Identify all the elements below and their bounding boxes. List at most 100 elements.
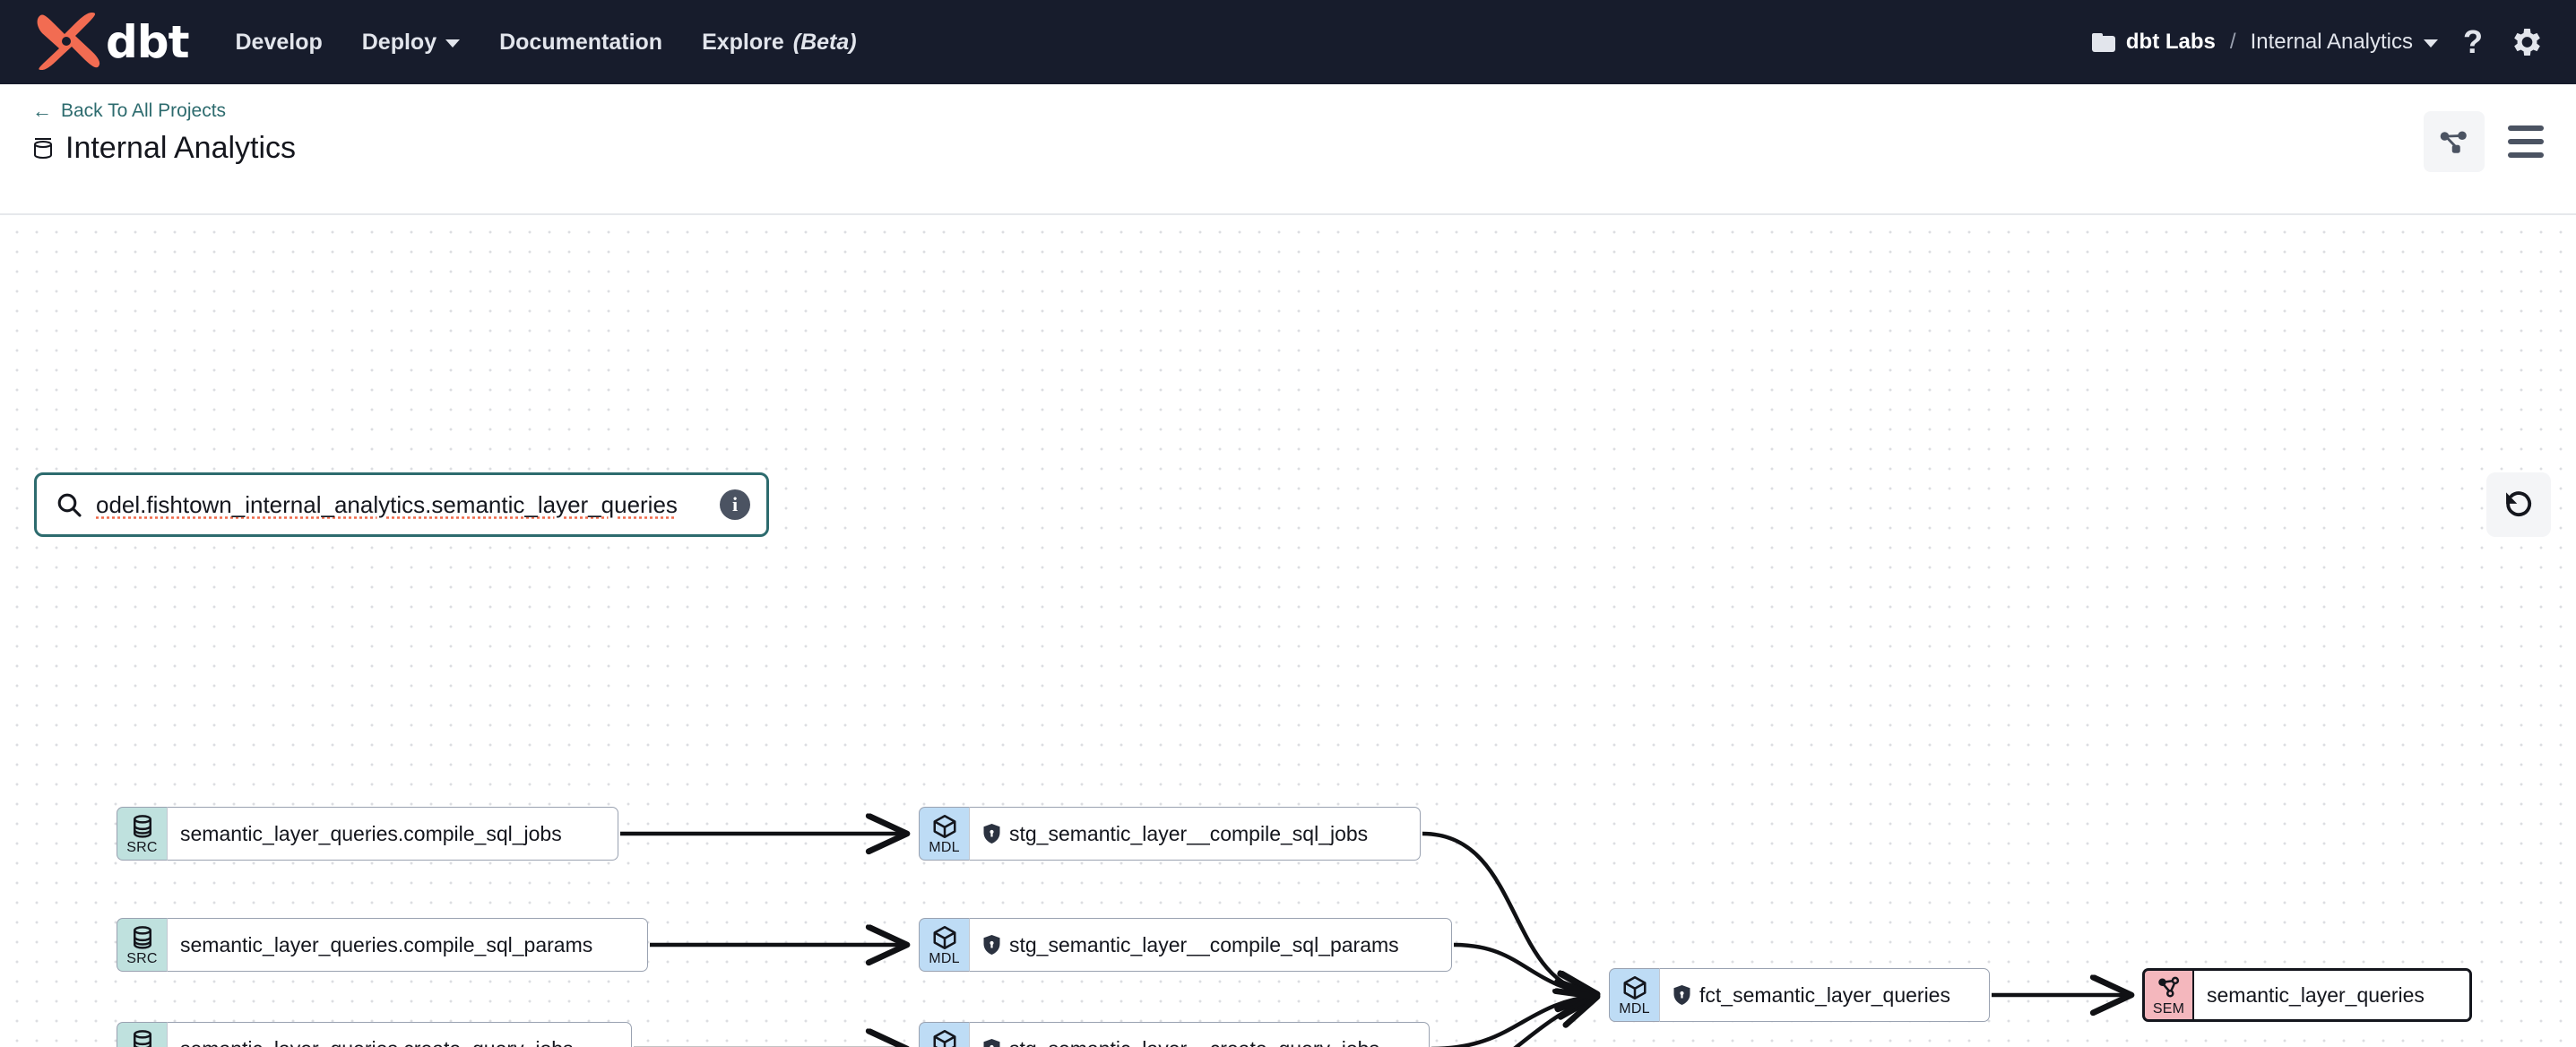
nav-link-deploy-label: Deploy xyxy=(361,29,437,55)
dbt-logo[interactable]: dbt xyxy=(32,13,189,72)
nav-link-develop[interactable]: Develop xyxy=(235,30,322,56)
help-icon[interactable]: ? xyxy=(2463,26,2483,58)
cube-icon xyxy=(933,925,955,949)
menu-icon-bar xyxy=(2508,152,2544,158)
search-icon xyxy=(55,490,83,519)
node-type-badge-label: MDL xyxy=(929,839,960,855)
node-label: semantic_layer_queries.compile_sql_param… xyxy=(180,932,593,956)
lineage-node-mdl3[interactable]: MDL stg_semantic_layer__create_query_jobs xyxy=(919,1022,1430,1047)
nav-link-documentation[interactable]: Documentation xyxy=(499,30,662,56)
project-selector-label: Internal Analytics xyxy=(2250,30,2413,54)
main-nav-links: Develop Deploy Documentation Explore (Be… xyxy=(235,30,856,56)
node-type-badge-mdl: MDL xyxy=(919,918,969,972)
nav-link-explore-beta-tag: (Beta) xyxy=(792,29,857,55)
database-icon xyxy=(133,1029,151,1047)
lineage-node-fct[interactable]: MDL fct_semantic_layer_queries xyxy=(1609,968,1990,1022)
node-body[interactable]: fct_semantic_layer_queries xyxy=(1659,968,1990,1022)
gear-icon-glyph xyxy=(2514,29,2540,56)
node-label: stg_semantic_layer__create_query_jobs xyxy=(1009,1038,1379,1047)
lineage-edges xyxy=(620,215,2576,1047)
shield-lock-icon xyxy=(983,824,1000,844)
node-type-badge-mdl: MDL xyxy=(919,807,969,861)
node-type-badge-src: SRC xyxy=(117,918,167,972)
lineage-graph-icon-glyph xyxy=(2440,131,2467,153)
node-label: fct_semantic_layer_queries xyxy=(1699,982,1950,1007)
shield-lock-icon xyxy=(1673,985,1690,1005)
reset-view-button[interactable] xyxy=(2486,472,2551,537)
nav-link-explore[interactable]: Explore (Beta) xyxy=(702,30,857,56)
search-icon-glyph xyxy=(57,493,82,517)
node-body[interactable]: semantic_layer_queries.create_query_jobs xyxy=(167,1022,632,1047)
breadcrumb-separator: / xyxy=(2229,30,2236,54)
nav-link-develop-label: Develop xyxy=(235,29,323,55)
node-label: semantic_layer_queries xyxy=(2207,982,2425,1007)
node-type-badge-label: SRC xyxy=(126,950,158,966)
back-to-all-projects-label: Back To All Projects xyxy=(61,100,227,121)
dbt-logo-text: dbt xyxy=(106,16,189,68)
page-title: Internal Analytics xyxy=(32,131,296,166)
cube-icon xyxy=(1623,975,1646,999)
nav-link-documentation-label: Documentation xyxy=(499,29,663,55)
chevron-down-icon xyxy=(445,39,461,48)
nav-link-explore-label: Explore xyxy=(702,29,784,55)
reset-icon xyxy=(2506,491,2532,516)
node-body[interactable]: stg_semantic_layer__compile_sql_params xyxy=(969,918,1452,972)
lineage-node-mdl2[interactable]: MDL stg_semantic_layer__compile_sql_param… xyxy=(919,918,1452,972)
help-icon-glyph: ? xyxy=(2463,23,2483,60)
top-navigation-right: dbt Labs / Internal Analytics ? xyxy=(2091,24,2544,60)
node-type-badge-label: MDL xyxy=(1619,1000,1650,1017)
node-type-badge-label: SRC xyxy=(126,839,158,855)
info-icon[interactable]: i xyxy=(720,489,750,520)
lineage-node-src3[interactable]: SRC semantic_layer_queries.create_query_j… xyxy=(117,1022,632,1047)
lineage-node-sem[interactable]: SEM semantic_layer_queries xyxy=(2142,968,2472,1022)
database-icon xyxy=(133,925,151,949)
node-type-badge-label: MDL xyxy=(929,950,960,966)
lineage-graph-icon[interactable] xyxy=(2424,111,2485,172)
page-title-label: Internal Analytics xyxy=(65,131,297,165)
node-type-badge-src: SRC xyxy=(117,1022,167,1047)
edge-mdl3-fct xyxy=(1431,996,1597,1047)
lineage-node-mdl1[interactable]: MDL stg_semantic_layer__compile_sql_jobs xyxy=(919,807,1421,861)
search-input[interactable]: odel.fishtown_internal_analytics.semanti… xyxy=(96,490,678,518)
org-breadcrumb[interactable]: dbt Labs / Internal Analytics xyxy=(2091,30,2438,55)
project-subheader: ← Back To All Projects Internal Analytic… xyxy=(0,84,2576,215)
nav-link-deploy[interactable]: Deploy xyxy=(361,29,461,56)
database-icon xyxy=(133,814,151,838)
semantic-model-icon xyxy=(2157,976,2179,998)
menu-icon[interactable] xyxy=(2508,113,2544,170)
node-body[interactable]: stg_semantic_layer__create_query_jobs xyxy=(969,1022,1430,1047)
cube-icon xyxy=(933,814,955,838)
node-type-badge-sem: SEM xyxy=(2142,968,2192,1022)
node-type-badge-src: SRC xyxy=(117,807,167,861)
node-label: semantic_layer_queries.compile_sql_jobs xyxy=(180,821,562,845)
menu-icon-bar xyxy=(2508,125,2544,131)
node-label: stg_semantic_layer__compile_sql_params xyxy=(1009,932,1399,956)
chevron-down-icon[interactable] xyxy=(2424,39,2438,48)
node-label: semantic_layer_queries.create_query_jobs xyxy=(180,1038,574,1047)
database-icon xyxy=(34,137,52,159)
cube-icon xyxy=(933,1029,955,1047)
menu-icon-bar xyxy=(2508,139,2544,144)
gear-icon[interactable] xyxy=(2508,24,2544,60)
edge-mdl2-fct xyxy=(1453,942,1597,994)
edge-mdl4-fct xyxy=(1513,997,1597,1047)
lineage-node-src1[interactable]: SRC semantic_layer_queries.compile_sql_jo… xyxy=(117,807,618,861)
node-label: stg_semantic_layer__compile_sql_jobs xyxy=(1009,821,1369,845)
dbt-mark-icon xyxy=(37,13,100,70)
org-name-label: dbt Labs xyxy=(2125,30,2216,54)
node-type-badge-mdl: MDL xyxy=(919,1022,969,1047)
node-body[interactable]: semantic_layer_queries.compile_sql_jobs xyxy=(167,807,618,861)
node-body[interactable]: semantic_layer_queries.compile_sql_param… xyxy=(167,918,648,972)
lineage-canvas[interactable]: odel.fishtown_internal_analytics.semanti… xyxy=(0,215,2576,1047)
subheader-actions xyxy=(2424,111,2544,172)
node-body[interactable]: stg_semantic_layer__compile_sql_jobs xyxy=(969,807,1421,861)
top-navigation-bar: dbt Develop Deploy Documentation Explore… xyxy=(0,0,2576,84)
arrow-left-icon: ← xyxy=(32,100,52,122)
node-body[interactable]: semantic_layer_queries xyxy=(2192,968,2472,1022)
node-type-badge-label: SEM xyxy=(2152,1000,2185,1017)
folder-icon xyxy=(2091,32,2115,52)
back-to-all-projects-link[interactable]: ← Back To All Projects xyxy=(32,100,296,122)
lineage-node-src2[interactable]: SRC semantic_layer_queries.compile_sql_pa… xyxy=(117,918,648,972)
node-type-badge-mdl: MDL xyxy=(1609,968,1659,1022)
search-bar[interactable]: odel.fishtown_internal_analytics.semanti… xyxy=(34,472,769,537)
